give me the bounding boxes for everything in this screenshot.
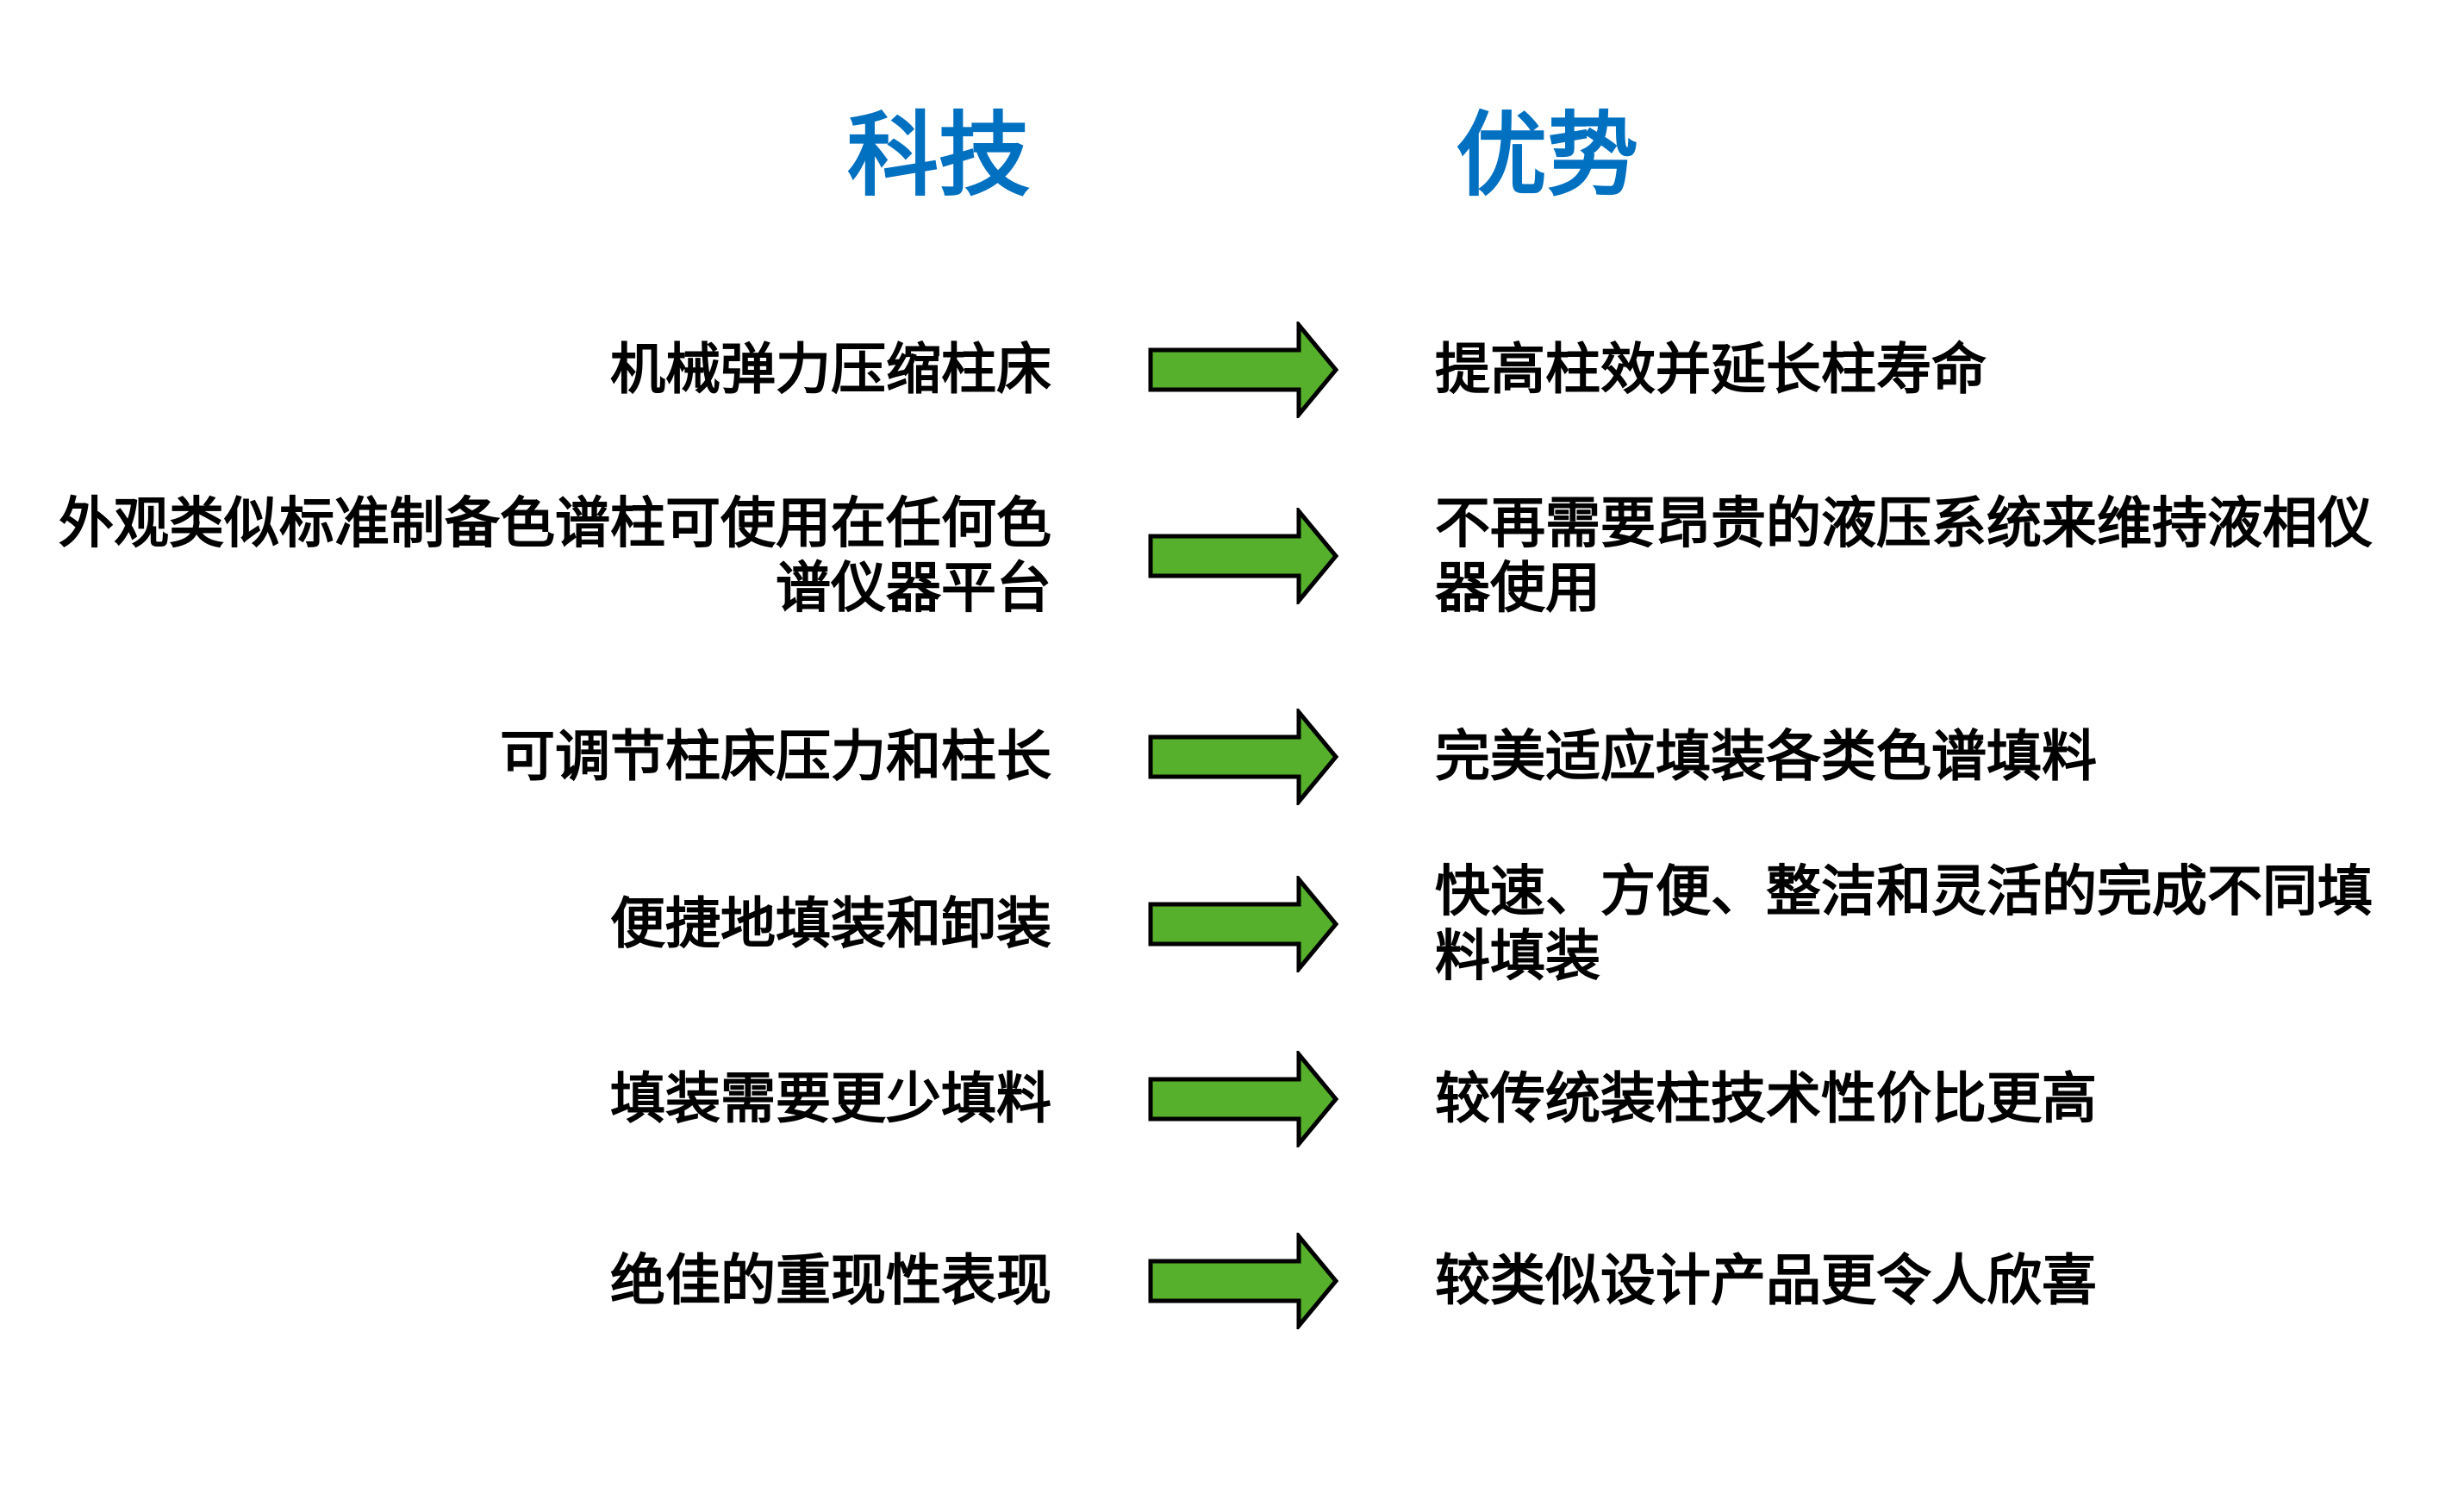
advantage-item-6: 较类似设计产品更令人欣喜 (1435, 1249, 2097, 1312)
right-arrow-icon (1148, 709, 1339, 805)
right-arrow-icon (1148, 876, 1339, 972)
right-arrow-icon (1148, 322, 1339, 418)
column-header-advantage: 优势 (1456, 105, 1638, 207)
right-arrow-icon (1148, 1051, 1339, 1147)
advantage-item-5: 较传统装柱技术性价比更高 (1435, 1067, 2097, 1130)
advantage-item-4: 快速、方便、整洁和灵活的完成不同填 料填装 (1435, 860, 2373, 987)
advantage-item-1: 提高柱效并延长柱寿命 (1435, 338, 1987, 401)
technology-item-4: 便捷地填装和卸装 (610, 892, 1051, 955)
right-arrow-icon (1148, 508, 1339, 604)
right-arrow-icon (1148, 1233, 1339, 1329)
technology-item-3: 可调节柱床压力和柱长 (500, 725, 1051, 788)
advantage-item-3: 完美适应填装各类色谱填料 (1435, 725, 2097, 788)
advantage-item-2: 不再需要昂贵的液压系统来维持液相仪 器使用 (1435, 492, 2373, 619)
technology-item-5: 填装需要更少填料 (610, 1067, 1051, 1130)
column-header-technology: 科技 (847, 105, 1030, 207)
technology-item-2: 外观类似标准制备色谱柱可使用在任何色 谱仪器平台 (59, 492, 1051, 619)
technology-item-1: 机械弹力压缩柱床 (610, 338, 1051, 401)
technology-item-6: 绝佳的重现性表现 (610, 1249, 1051, 1312)
